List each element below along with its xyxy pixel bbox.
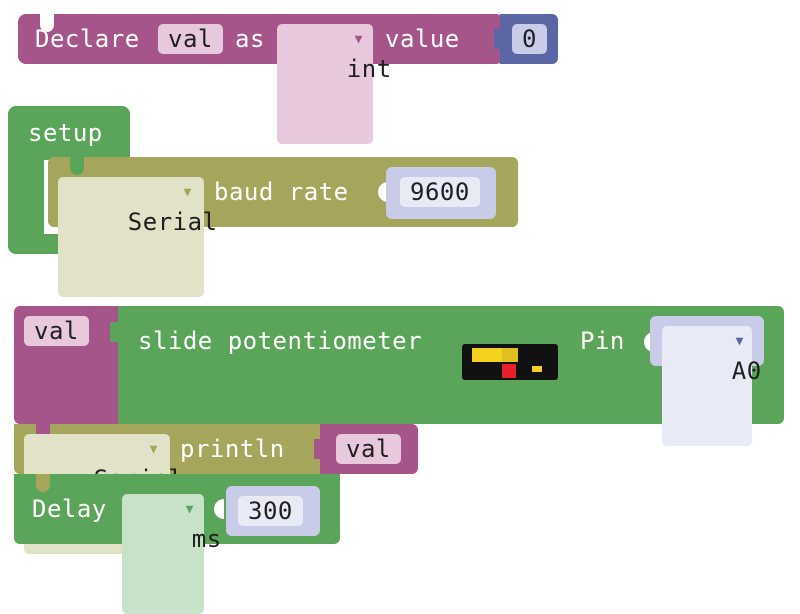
println-arg-field[interactable]: val xyxy=(336,434,401,464)
println-label: println xyxy=(180,435,285,463)
println-arg-block[interactable]: val xyxy=(314,424,418,474)
chevron-down-icon: ▼ xyxy=(185,502,194,517)
value-label: value xyxy=(385,25,460,53)
chevron-down-icon: ▼ xyxy=(149,442,158,457)
connector-header xyxy=(502,364,516,378)
block-connector xyxy=(314,439,330,459)
as-label: as xyxy=(235,25,265,53)
variable-name-field[interactable]: val xyxy=(158,24,223,54)
delay-value-block[interactable]: 300 xyxy=(226,486,320,536)
chevron-down-icon: ▼ xyxy=(735,334,744,349)
slider-knob xyxy=(502,348,518,362)
input-socket xyxy=(378,182,388,202)
init-value-field[interactable]: 0 xyxy=(512,24,547,54)
pin-value-block[interactable]: A0 ▼ xyxy=(650,316,764,446)
block-connector xyxy=(494,29,510,49)
assign-variable-field[interactable]: val xyxy=(24,316,89,346)
pin-label: Pin xyxy=(580,327,625,355)
serial-port-dropdown[interactable]: Serial ▼ xyxy=(58,177,217,297)
setup-label: setup xyxy=(28,119,103,147)
block-notch xyxy=(40,14,54,32)
declare-block[interactable]: Declare val as int ▼ value xyxy=(18,14,504,144)
block-connector xyxy=(110,322,126,342)
delay-label: Delay xyxy=(32,495,107,523)
serial-println-block[interactable]: Serial ▼ println xyxy=(14,424,344,554)
init-value-block[interactable]: 0 xyxy=(494,14,558,64)
delay-unit-value: ms xyxy=(191,525,222,553)
declare-label: Declare xyxy=(35,25,140,53)
assign-variable-block[interactable]: val xyxy=(14,306,124,424)
chevron-down-icon: ▼ xyxy=(183,185,192,200)
baud-value-block[interactable]: 9600 xyxy=(386,167,496,219)
board-mark xyxy=(532,366,542,372)
type-dropdown-value: int xyxy=(346,55,392,83)
potentiometer-module-image xyxy=(462,344,558,380)
delay-unit-dropdown[interactable]: ms ▼ xyxy=(122,494,221,614)
block-notch xyxy=(70,157,84,175)
pin-dropdown[interactable]: A0 ▼ xyxy=(662,326,761,446)
baud-rate-label: baud rate xyxy=(214,178,349,206)
block-notch xyxy=(36,474,50,492)
serial-port-value: Serial xyxy=(127,208,218,236)
sensor-label: slide potentiometer xyxy=(138,327,423,355)
input-socket xyxy=(644,332,654,352)
input-socket xyxy=(214,499,224,519)
pin-dropdown-value: A0 xyxy=(731,357,762,385)
slider-track xyxy=(472,348,502,362)
baud-value-field[interactable]: 9600 xyxy=(400,177,480,207)
type-dropdown[interactable]: int ▼ xyxy=(277,24,391,144)
chevron-down-icon: ▼ xyxy=(354,32,363,47)
delay-value-field[interactable]: 300 xyxy=(238,496,303,526)
